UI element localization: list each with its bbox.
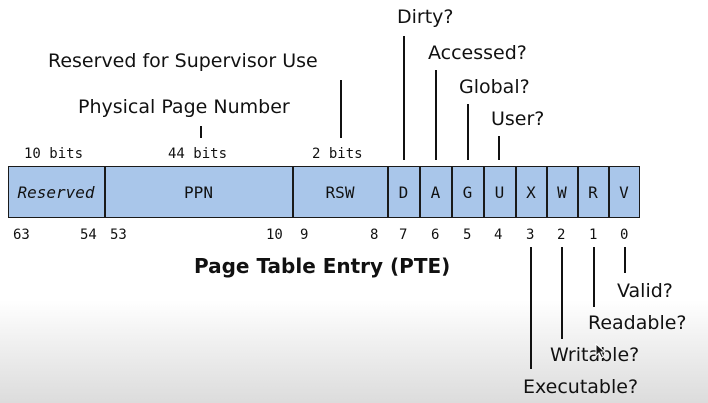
field-divider (546, 166, 548, 218)
global-label: Global? (459, 76, 530, 98)
ppn-leader-line (200, 126, 202, 138)
bit-number: 54 (80, 227, 97, 243)
rsw-leader-line (340, 80, 342, 138)
field-u: U (494, 182, 505, 202)
bit-number: 53 (110, 227, 127, 243)
field-rsw: RSW (325, 182, 355, 202)
valid-leader-line (624, 247, 626, 273)
bit-number: 3 (526, 227, 535, 243)
bit-number: 8 (370, 227, 379, 243)
field-g: G (462, 182, 473, 202)
field-divider (104, 166, 106, 218)
bit-number: 5 (463, 227, 472, 243)
field-d: D (398, 182, 409, 202)
ppn-width-label: 44 bits (168, 146, 228, 162)
field-divider (387, 166, 389, 218)
field-divider (419, 166, 421, 218)
accessed-leader-line (435, 70, 437, 160)
diagram-title: Page Table Entry (PTE) (194, 254, 451, 278)
reserved-width-label: 10 bits (24, 146, 84, 162)
field-w: W (557, 182, 567, 202)
mouse-cursor-icon (595, 343, 607, 359)
executable-leader-line (530, 247, 532, 369)
bit-number: 4 (494, 227, 503, 243)
valid-label: Valid? (617, 280, 673, 302)
reserved-supervisor-label: Reserved for Supervisor Use (48, 50, 318, 72)
bit-number: 7 (399, 227, 408, 243)
writable-leader-line (561, 247, 563, 339)
field-a: A (430, 182, 441, 202)
bit-number: 9 (300, 227, 309, 243)
bit-number: 0 (620, 227, 629, 243)
bit-number: 63 (13, 227, 30, 243)
accessed-label: Accessed? (428, 42, 527, 64)
field-divider (608, 166, 610, 218)
field-divider (483, 166, 485, 218)
field-r: R (588, 182, 598, 202)
field-v: V (619, 182, 629, 202)
field-divider (515, 166, 517, 218)
user-label: User? (491, 108, 545, 130)
bit-number: 2 (557, 227, 566, 243)
executable-label: Executable? (523, 376, 639, 398)
readable-leader-line (593, 247, 595, 307)
bit-number: 1 (589, 227, 598, 243)
global-leader-line (467, 104, 469, 160)
field-divider (451, 166, 453, 218)
field-reserved: Reserved (17, 182, 95, 202)
bit-number: 10 (266, 227, 283, 243)
user-leader-line (498, 136, 500, 160)
field-ppn: PPN (184, 182, 213, 202)
dirty-label: Dirty? (397, 6, 454, 28)
pte-register-bar (8, 166, 640, 218)
writable-label: Writable? (550, 344, 640, 366)
bit-number: 6 (431, 227, 440, 243)
field-x: X (526, 182, 536, 202)
field-divider (577, 166, 579, 218)
ppn-full-label: Physical Page Number (78, 96, 290, 118)
field-divider (292, 166, 294, 218)
readable-label: Readable? (588, 312, 687, 334)
dirty-leader-line (403, 36, 405, 160)
rsw-width-label: 2 bits (312, 146, 363, 162)
